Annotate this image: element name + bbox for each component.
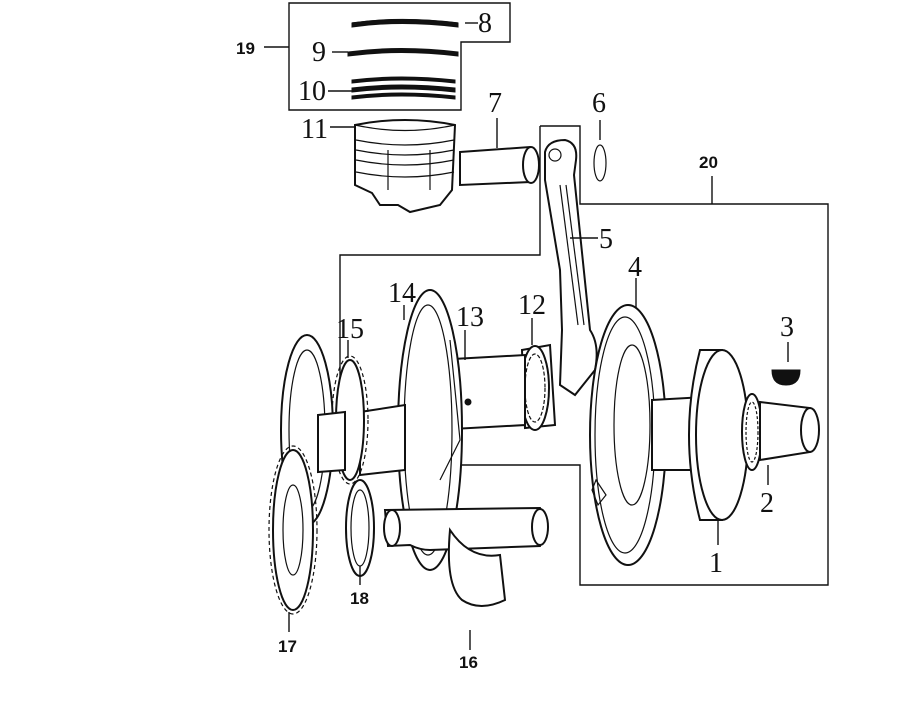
group-box-19 bbox=[288, 2, 511, 111]
label-part-1: 1 bbox=[709, 548, 723, 579]
label-part-5: 5 bbox=[599, 224, 613, 255]
piston-pin bbox=[459, 145, 540, 187]
crank-shaft-left bbox=[359, 403, 406, 477]
label-part-3: 3 bbox=[780, 312, 794, 343]
label-part-17: 17 bbox=[278, 637, 297, 656]
label-part-19: 19 bbox=[236, 39, 255, 58]
group-box-20 bbox=[339, 125, 829, 586]
label-part-11: 11 bbox=[301, 114, 328, 145]
label-part-20: 20 bbox=[699, 153, 718, 172]
woodruff-key bbox=[771, 369, 801, 386]
thrust-washer bbox=[345, 479, 375, 577]
label-part-9: 9 bbox=[312, 37, 326, 68]
needle-bearing bbox=[520, 343, 557, 431]
piston bbox=[354, 119, 457, 214]
label-part-15: 15 bbox=[336, 314, 364, 345]
label-part-14: 14 bbox=[388, 278, 416, 309]
label-part-4: 4 bbox=[628, 252, 642, 283]
balancer-shaft bbox=[383, 506, 549, 607]
piston-ring-9 bbox=[347, 48, 459, 57]
label-part-16: 16 bbox=[459, 653, 478, 672]
connecting-rod bbox=[544, 138, 598, 397]
piston-ring-8 bbox=[351, 18, 459, 28]
balancer-gear bbox=[268, 445, 318, 615]
crank-flywheel-right bbox=[651, 349, 749, 521]
label-part-10: 10 bbox=[298, 76, 326, 107]
piston-ring-10 bbox=[351, 76, 456, 100]
label-part-8: 8 bbox=[478, 8, 492, 39]
label-part-2: 2 bbox=[760, 488, 774, 519]
label-part-6: 6 bbox=[592, 88, 606, 119]
label-part-12: 12 bbox=[518, 290, 546, 321]
label-part-13: 13 bbox=[456, 302, 484, 333]
crank-flywheel-left bbox=[589, 304, 667, 566]
label-part-7: 7 bbox=[488, 88, 502, 119]
label-part-18: 18 bbox=[350, 589, 369, 608]
circlip bbox=[593, 144, 607, 182]
crank-shaft-right bbox=[759, 400, 820, 462]
